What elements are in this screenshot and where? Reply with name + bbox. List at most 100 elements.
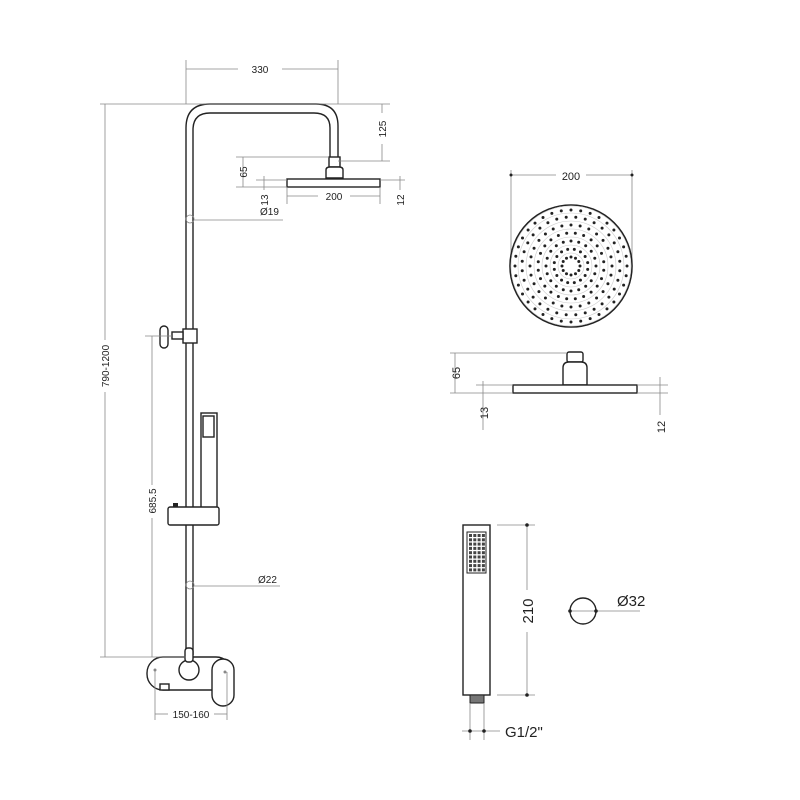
nozzle (526, 228, 530, 232)
nozzle (612, 287, 616, 291)
nozzle (583, 255, 587, 259)
hand-nozzle (481, 564, 485, 568)
nozzle (601, 290, 605, 294)
nozzle (533, 307, 537, 311)
nozzle (569, 239, 573, 243)
nozzle (565, 297, 569, 301)
nozzle (559, 319, 563, 323)
nozzle (602, 260, 606, 264)
nozzle (606, 282, 610, 286)
dim-685-5: 685.5 (148, 488, 159, 513)
dim-65-detail: 65 (451, 367, 463, 379)
nozzle (521, 292, 525, 296)
nozzle (565, 256, 568, 260)
nozzle (592, 221, 596, 225)
hand-nozzle (473, 538, 477, 542)
nozzle (601, 238, 605, 242)
hand-nozzle (469, 546, 472, 550)
nozzle (579, 319, 583, 323)
nozzle (564, 215, 568, 219)
nozzle (545, 272, 549, 276)
nozzle-ring (525, 220, 617, 312)
nozzle (552, 267, 556, 271)
mixer-riser-joint (184, 647, 194, 663)
dim-13: 13 (260, 194, 271, 206)
dim-dia19: Ø19 (260, 207, 279, 218)
nozzle (539, 277, 543, 281)
hand-shower-nozzle-grid (466, 531, 487, 574)
nozzle (589, 238, 593, 242)
nozzle (536, 260, 540, 264)
nozzle (533, 221, 537, 225)
hand-nozzle (481, 568, 485, 572)
nozzle (622, 245, 626, 249)
nozzle (577, 240, 581, 244)
nozzle (577, 288, 581, 292)
nozzle (573, 231, 577, 235)
nozzle (617, 236, 621, 240)
nozzle (532, 282, 536, 286)
nozzle (605, 221, 609, 225)
nozzle (582, 234, 586, 238)
dim-330: 330 (252, 65, 269, 76)
dim-13-detail: 13 (479, 407, 491, 419)
nozzle (514, 274, 518, 278)
diverter-knob (159, 325, 169, 349)
nozzle (579, 209, 583, 213)
hand-shower-slider (167, 506, 220, 526)
nozzle (584, 244, 588, 248)
nozzle (574, 215, 578, 219)
nozzle (574, 313, 578, 317)
nozzle (537, 238, 541, 242)
nozzle (555, 255, 559, 259)
nozzle (560, 264, 564, 268)
hand-nozzle (473, 542, 477, 546)
nozzle (586, 267, 590, 271)
nozzle (584, 284, 588, 288)
dim-150-160: 150-160 (173, 710, 210, 721)
nozzle (594, 264, 598, 268)
nozzle (612, 241, 616, 245)
nozzle-pattern (510, 205, 632, 327)
nozzle (574, 256, 577, 260)
nozzle (612, 228, 616, 232)
nozzle (564, 313, 568, 317)
hand-nozzle (469, 534, 472, 537)
nozzle (549, 238, 553, 242)
overhead-shower-side-view: 65 13 12 (450, 351, 668, 433)
hand-nozzle (477, 564, 481, 568)
nozzle (593, 256, 597, 260)
nozzle (554, 244, 558, 248)
hand-nozzle (477, 555, 481, 559)
dim-dia32: Ø32 (617, 593, 645, 610)
nozzle (578, 250, 582, 254)
nozzle (543, 232, 547, 236)
hand-nozzle (481, 551, 485, 555)
hand-shower-thread (469, 694, 485, 704)
hand-nozzle (481, 534, 485, 537)
riser-pipe-inner (192, 112, 331, 655)
hand-nozzle (477, 542, 481, 546)
nozzle (569, 255, 573, 259)
nozzle (550, 211, 554, 215)
dim-65: 65 (239, 166, 250, 178)
nozzle (536, 268, 540, 272)
nozzle (583, 273, 587, 277)
nozzle (572, 281, 576, 285)
nozzle (582, 294, 586, 298)
nozzle (573, 297, 577, 301)
head-swivel-detail (562, 361, 588, 386)
nozzle (569, 305, 573, 309)
nozzle (543, 244, 547, 248)
nozzle (569, 208, 573, 212)
nozzle (516, 283, 520, 287)
slider-button (173, 503, 178, 507)
head-connector-detail (566, 351, 584, 363)
overhead-shower-top-view: 200 (509, 170, 634, 328)
nozzle (522, 278, 526, 282)
nozzle-ring (510, 205, 632, 327)
nozzle (588, 317, 592, 321)
nozzle (549, 290, 553, 294)
nozzle (612, 300, 616, 304)
